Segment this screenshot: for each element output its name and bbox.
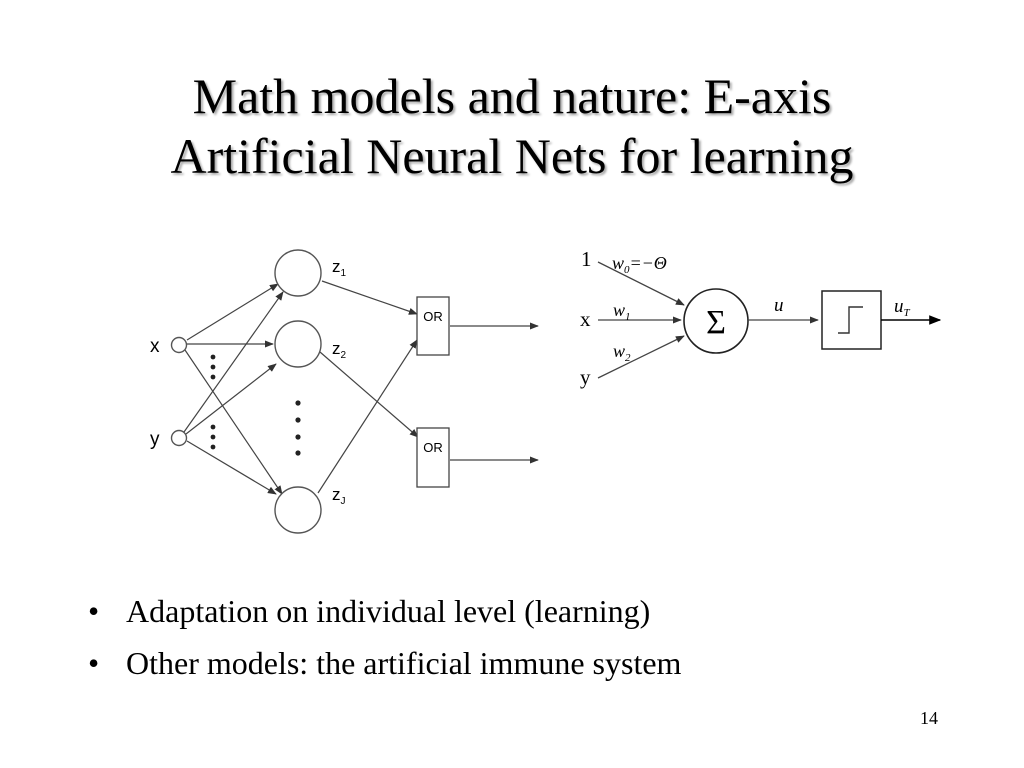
edge-z2-or2 [319,351,419,438]
edge-y-z2 [185,363,277,435]
hidden-node-zj [274,486,322,534]
sum-node [683,288,749,354]
sum-symbol: Σ [706,304,726,341]
edge-y-z1 [183,291,284,433]
title-line-1: Math models and nature: E-axis [192,68,832,124]
neuron-input-x: x [580,307,591,331]
bullet-item: • Adaptation on individual level (learnin… [88,585,681,637]
edge-one-sum [597,261,685,306]
neuron-input-one: 1 [581,247,592,271]
hidden-label-z1: z1 [332,257,347,279]
edge-x-zj [184,349,283,495]
input-node-x [170,336,188,354]
sum-output-u: u [774,295,784,316]
hidden-node-z2 [274,320,322,368]
or-gate-bottom-label: OR [423,440,443,455]
input-node-y [170,429,188,447]
or-gate-top [416,296,450,356]
neuron-input-y: y [580,365,591,389]
output-connections [450,322,539,464]
neuron-input-connections [597,261,685,379]
bullet-text: Other models: the artificial immune syst… [126,645,682,681]
network-diagram: x y z1 z2 zJ OR OR [150,249,539,534]
bullet-dot: • [88,645,100,681]
hidden-ellipsis-dots [295,400,301,456]
hidden-label-zj: zJ [332,485,346,507]
weight-w2: w2 [613,341,631,364]
input-label-y: y [150,429,160,450]
hidden-label-z2: z2 [332,339,347,361]
slide-title: Math models and nature: E-axis Artificia… [0,66,1024,186]
or-gate-top-label: OR [423,309,443,324]
page-number: 14 [920,708,938,728]
edge-x-z1 [186,283,279,341]
edge-z1-or1 [321,280,418,315]
title-line-2: Artificial Neural Nets for learning [170,128,854,184]
input-ellipsis-dots [210,354,216,450]
edge-zj-or1 [317,339,418,494]
bullet-list: • Adaptation on individual level (learnin… [88,585,681,689]
bullet-dot: • [88,593,100,629]
hidden-connections [317,280,419,494]
bullet-item: • Other models: the artificial immune sys… [88,637,681,689]
output-label-ut: uT [894,296,911,319]
input-label-x: x [150,336,160,357]
input-connections [183,283,284,495]
weight-w1: w1 [613,300,631,323]
bullet-text: Adaptation on individual level (learning… [126,593,651,629]
step-function-icon [838,306,863,334]
step-function-box [821,290,882,350]
neuron-diagram: 1 x y w0=−Θ w1 w2 Σ u uT [580,247,942,389]
edge-y-zj [186,440,277,495]
hidden-node-z1 [274,249,322,297]
weight-w0: w0=−Θ [612,253,667,276]
edge-y-sum [597,335,685,379]
or-gate-bottom [416,427,450,488]
